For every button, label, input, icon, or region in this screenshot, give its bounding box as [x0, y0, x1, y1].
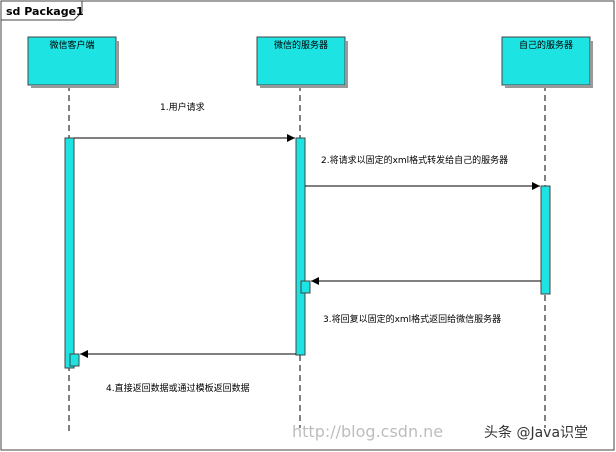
message-2-label: 2.将请求以固定的xml格式转发给自己的服务器	[321, 154, 508, 166]
message-1-label: 1.用户请求	[160, 101, 205, 113]
activation-wxserver	[295, 137, 306, 356]
lifeline-client-label: 微信客户端	[49, 39, 94, 51]
frame-title: sd Package1	[6, 5, 84, 18]
lifeline-myserver-label: 自己的服务器	[519, 39, 573, 51]
activation-client	[64, 137, 75, 369]
message-4-label: 4.直接返回数据或通过模板返回数据	[106, 382, 250, 394]
activation-wxserver-nested	[300, 280, 311, 294]
lifeline-myserver-head: 自己的服务器	[501, 36, 593, 88]
frame-title-tab	[0, 0, 83, 21]
activation-client-nested	[69, 353, 80, 367]
activation-myserver	[540, 185, 551, 295]
watermark-brand: 头条 @Java识堂	[484, 424, 588, 441]
lifeline-client-head: 微信客户端	[27, 36, 119, 88]
lifeline-wxserver-head: 微信的服务器	[256, 36, 348, 88]
message-3-label: 3.将回复以固定的xml格式返回给微信服务器	[323, 313, 501, 325]
watermark-url: http://blog.csdn.ne	[292, 422, 443, 441]
lifeline-wxserver-label: 微信的服务器	[274, 39, 328, 51]
